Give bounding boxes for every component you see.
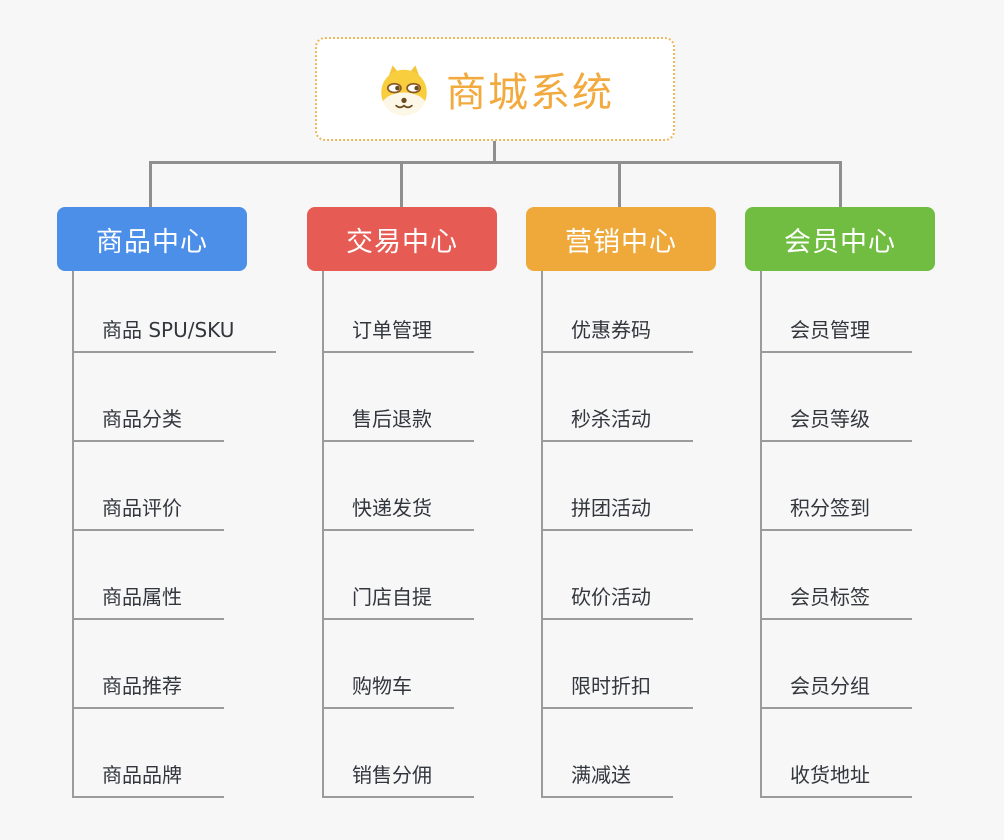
leaf-node[interactable]: 商品品牌	[74, 709, 224, 798]
dog-face-icon	[376, 61, 432, 117]
branch-product-center: 商品中心 商品 SPU/SKU 商品分类 商品评价 商品属性 商品推荐 商品品牌	[57, 207, 277, 798]
leaf-node[interactable]: 拼团活动	[543, 442, 693, 531]
leaf-node[interactable]: 门店自提	[324, 531, 474, 620]
leaf-node[interactable]: 商品评价	[74, 442, 224, 531]
leaf-node[interactable]: 销售分佣	[324, 709, 474, 798]
branch-trade-center: 交易中心 订单管理 售后退款 快递发货 门店自提 购物车 销售分佣	[307, 207, 497, 798]
branch-children-marketing-center: 优惠券码 秒杀活动 拼团活动 砍价活动 限时折扣 满减送	[541, 271, 693, 798]
branch-header-member-center[interactable]: 会员中心	[745, 207, 935, 271]
leaf-node[interactable]: 商品推荐	[74, 620, 224, 709]
leaf-node[interactable]: 会员标签	[762, 531, 912, 620]
branch-header-trade-center[interactable]: 交易中心	[307, 207, 497, 271]
leaf-node[interactable]: 限时折扣	[543, 620, 693, 709]
branch-children-trade-center: 订单管理 售后退款 快递发货 门店自提 购物车 销售分佣	[322, 271, 474, 798]
leaf-node[interactable]: 商品属性	[74, 531, 224, 620]
branch-children-product-center: 商品 SPU/SKU 商品分类 商品评价 商品属性 商品推荐 商品品牌	[72, 271, 277, 798]
connector-root-stub	[493, 141, 496, 162]
leaf-node[interactable]: 购物车	[324, 620, 454, 709]
branch-header-marketing-center[interactable]: 营销中心	[526, 207, 716, 271]
connector-bus	[149, 161, 842, 164]
connector-drop-product-center	[149, 161, 152, 207]
branch-children-member-center: 会员管理 会员等级 积分签到 会员标签 会员分组 收货地址	[760, 271, 912, 798]
leaf-node[interactable]: 满减送	[543, 709, 673, 798]
leaf-node[interactable]: 订单管理	[324, 271, 474, 353]
leaf-node[interactable]: 优惠券码	[543, 271, 693, 353]
connector-drop-trade-center	[400, 161, 403, 207]
branch-member-center: 会员中心 会员管理 会员等级 积分签到 会员标签 会员分组 收货地址	[745, 207, 935, 798]
leaf-node[interactable]: 商品 SPU/SKU	[74, 271, 277, 353]
root-node-label: 商城系统	[446, 70, 614, 116]
connector-drop-marketing-center	[618, 161, 621, 207]
connector-drop-member-center	[839, 161, 842, 207]
leaf-node[interactable]: 砍价活动	[543, 531, 693, 620]
leaf-node[interactable]: 会员等级	[762, 353, 912, 442]
branch-marketing-center: 营销中心 优惠券码 秒杀活动 拼团活动 砍价活动 限时折扣 满减送	[526, 207, 716, 798]
leaf-node[interactable]: 商品分类	[74, 353, 224, 442]
leaf-node[interactable]: 快递发货	[324, 442, 474, 531]
leaf-node[interactable]: 秒杀活动	[543, 353, 693, 442]
root-node-mall-system[interactable]: 商城系统	[315, 37, 675, 141]
leaf-node[interactable]: 会员管理	[762, 271, 912, 353]
leaf-node[interactable]: 售后退款	[324, 353, 474, 442]
branch-header-product-center[interactable]: 商品中心	[57, 207, 247, 271]
leaf-node[interactable]: 会员分组	[762, 620, 912, 709]
leaf-node[interactable]: 收货地址	[762, 709, 912, 798]
leaf-node[interactable]: 积分签到	[762, 442, 912, 531]
